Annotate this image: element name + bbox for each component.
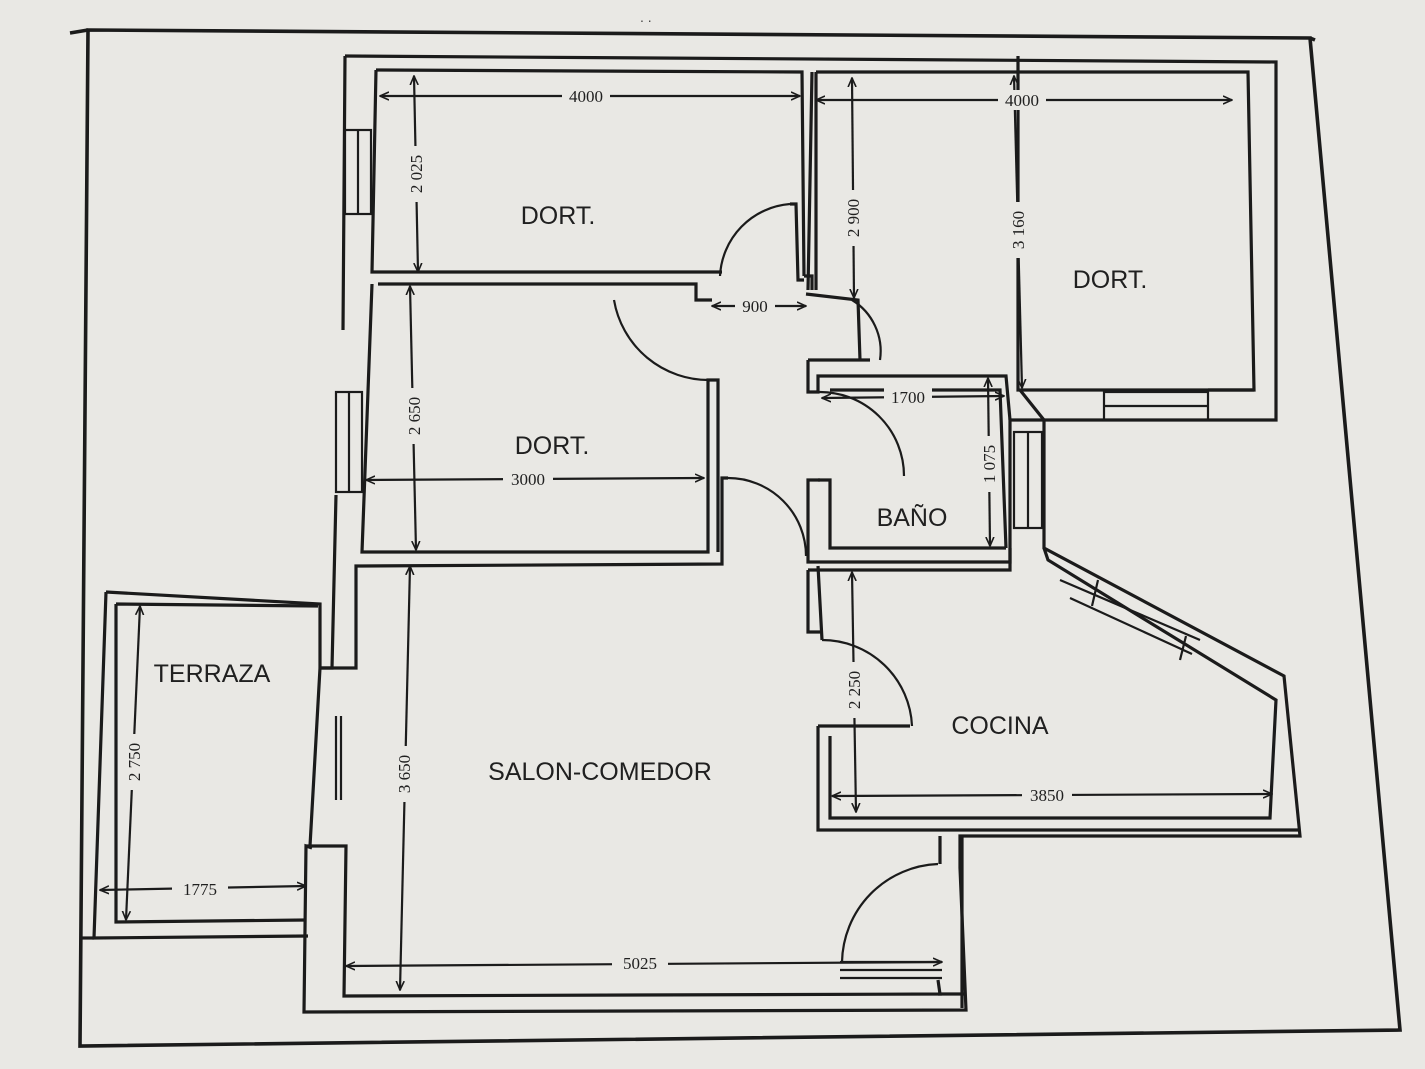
dim-living-height: 3 650 bbox=[395, 755, 414, 793]
dim-hall-width: 900 bbox=[742, 297, 768, 316]
dim-kitchen-height: 2 250 bbox=[845, 671, 864, 709]
room-dorm-top-left: DORT. bbox=[521, 202, 596, 230]
dim-hall-height: 2 900 bbox=[844, 199, 863, 237]
doors bbox=[612, 202, 939, 963]
dimension-lines bbox=[100, 76, 1272, 990]
room-living: SALON-COMEDOR bbox=[488, 758, 712, 786]
svg-text:. .: . . bbox=[640, 9, 652, 25]
drawing-frame: . . bbox=[69, 9, 1402, 1048]
dim-dorm-right-height: 3 160 bbox=[1009, 211, 1028, 249]
dim-bath-height: 1 075 bbox=[980, 445, 999, 483]
dim-kitchen-width: 3850 bbox=[1030, 786, 1064, 805]
dim-terrace-width: 1775 bbox=[183, 880, 217, 899]
dim-terrace-height: 2 750 bbox=[125, 743, 144, 781]
windows bbox=[334, 128, 1210, 980]
dim-living-width: 5025 bbox=[623, 954, 657, 973]
exterior-walls bbox=[82, 54, 1302, 1014]
dim-dorm-right-width: 4000 bbox=[1005, 91, 1039, 110]
room-dorm-mid-left: DORT. bbox=[515, 432, 590, 460]
dimension-labels: 4000 4000 900 3000 1700 3850 1775 5025 2… bbox=[124, 86, 1072, 974]
dim-dorm-mid-height: 2 650 bbox=[405, 397, 424, 435]
dim-dorm-top-left-height: 2 025 bbox=[407, 155, 426, 193]
interior-walls bbox=[360, 56, 1298, 1008]
room-labels: DORT. DORT. DORT. BAÑO COCINA TERRAZA SA… bbox=[154, 202, 1148, 786]
room-terrace: TERRAZA bbox=[154, 660, 271, 688]
room-dorm-right: DORT. bbox=[1073, 266, 1148, 294]
room-kitchen: COCINA bbox=[951, 712, 1049, 740]
dim-dorm-top-left-width: 4000 bbox=[569, 87, 603, 106]
dim-bath-width: 1700 bbox=[891, 388, 925, 407]
dim-dorm-mid-width: 3000 bbox=[511, 470, 545, 489]
room-bath: BAÑO bbox=[877, 503, 948, 532]
